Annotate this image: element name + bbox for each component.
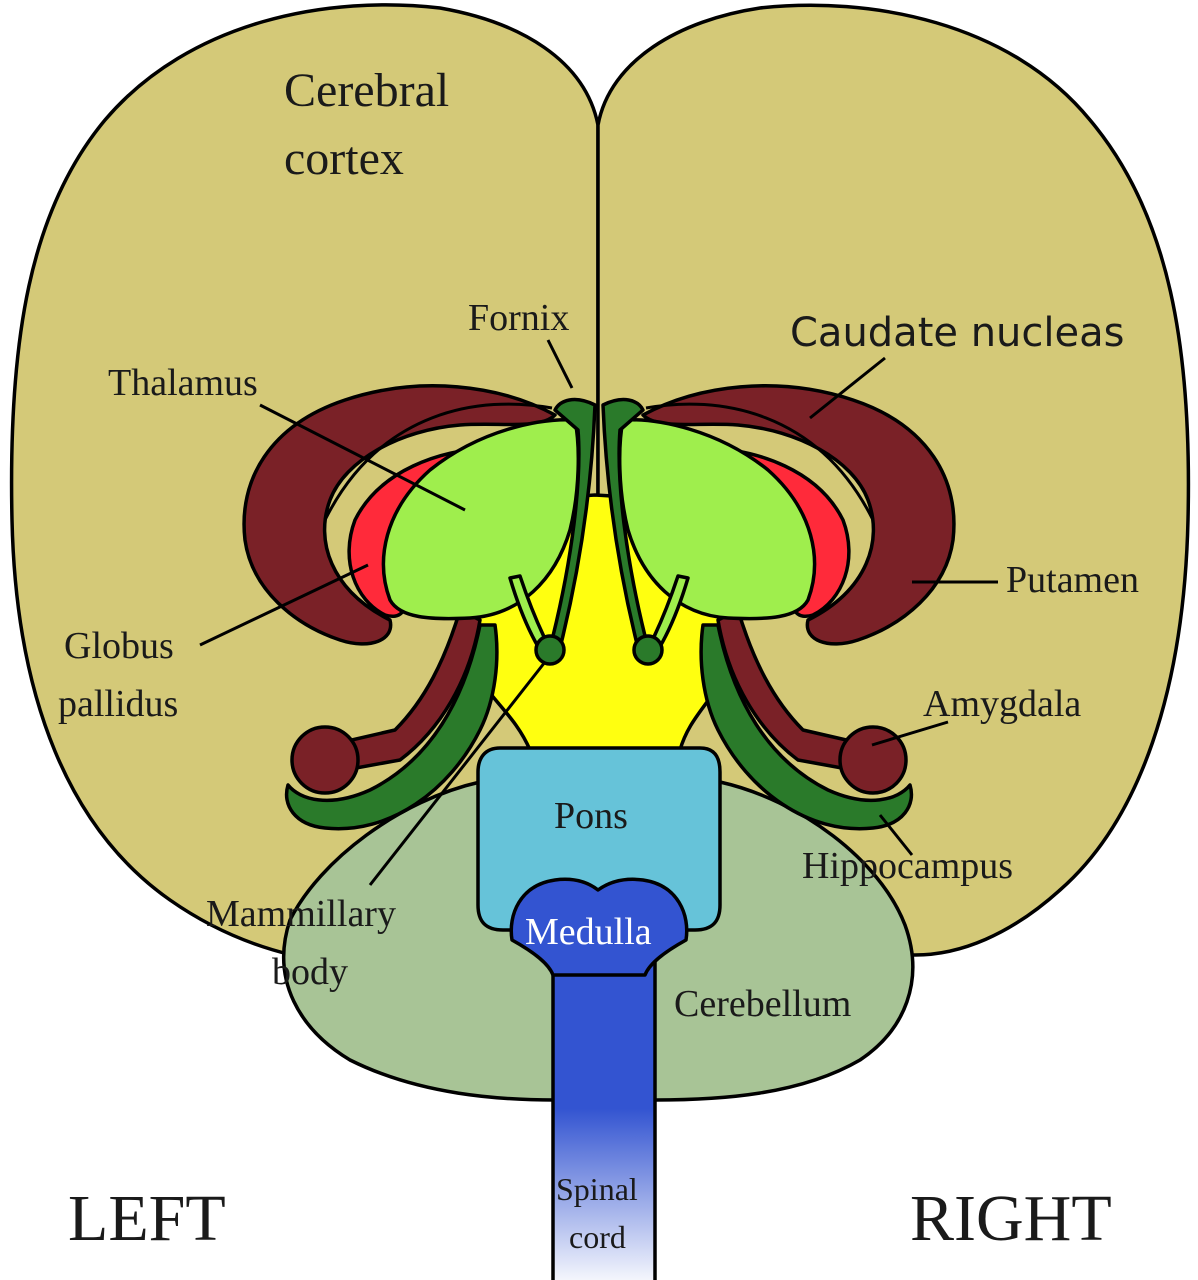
right-caudate-nucleus [641, 384, 956, 646]
right-amygdala [838, 725, 908, 795]
fornix-pointer [546, 339, 574, 389]
medulla [509, 877, 689, 977]
right-thalamus [618, 418, 817, 621]
mammillary-body-label-line2: body [272, 951, 348, 993]
thalamus-label: Thalamus [108, 362, 258, 404]
right-side-label: RIGHT [910, 1182, 1112, 1255]
cerebellum-label: Cerebellum [674, 983, 851, 1025]
fornix-label: Fornix [468, 297, 569, 339]
amygdala-label: Amygdala [923, 683, 1081, 725]
amygdala-pointer [871, 720, 949, 747]
medulla-label: Medulla [525, 911, 652, 953]
right-hippocampus [699, 623, 914, 831]
hippocampus-pointer [878, 814, 914, 856]
globus-pallidus-label-line1: Globus [64, 625, 174, 667]
mammillary-body-label-line1: Mammillary [206, 893, 396, 935]
spinal-cord-label-line2: cord [569, 1219, 626, 1255]
left-side-label: LEFT [68, 1182, 226, 1255]
left-fornix [550, 397, 597, 650]
mammillary-pointer [368, 661, 547, 886]
right-mammillary-body [632, 634, 664, 666]
left-hippocampus [284, 623, 499, 831]
pons-label: Pons [554, 795, 628, 837]
right-fornix [601, 397, 648, 650]
globus-pallidus-pointer [199, 563, 369, 647]
right-caudate-inner-line [645, 402, 875, 521]
left-caudate-inner-line [323, 402, 553, 521]
caudate-nucleus-label: Caudate nucleas [790, 310, 1124, 356]
thalamus-pointer [259, 403, 466, 512]
putamen-label: Putamen [1006, 559, 1139, 601]
caudate-pointer [809, 356, 886, 420]
globus-pallidus-label-line2: pallidus [58, 683, 178, 725]
cerebral-cortex-label-line2: cortex [284, 132, 404, 185]
left-amygdala [290, 725, 360, 795]
hippocampus-label: Hippocampus [802, 845, 1013, 887]
spinal-cord-label-line1: Spinal [556, 1171, 638, 1207]
left-thalamus [381, 418, 580, 621]
left-mammillary-body [534, 634, 566, 666]
cerebral-cortex-label-line1: Cerebral [284, 64, 449, 117]
spinal-cord [551, 958, 657, 1280]
left-caudate-nucleus [242, 384, 557, 646]
